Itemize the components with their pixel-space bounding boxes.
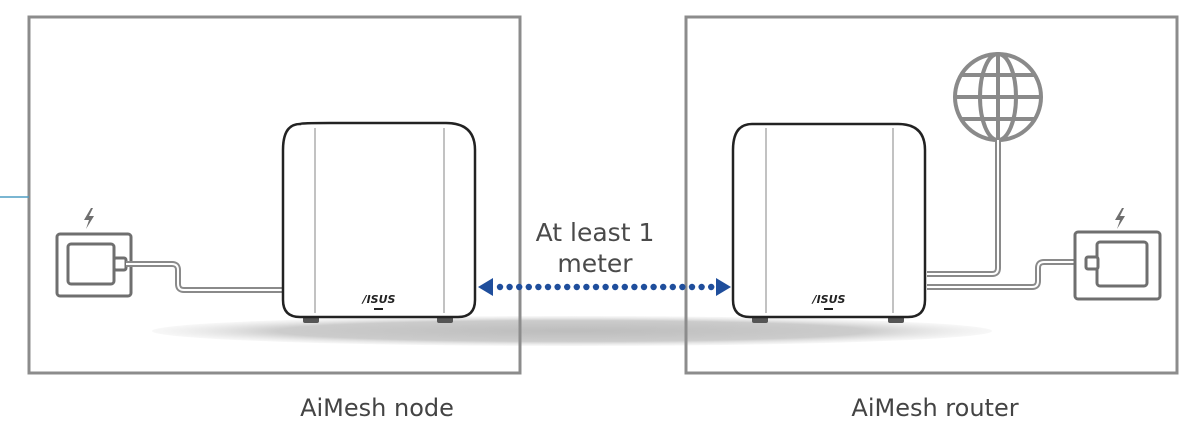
arrow-dot — [554, 283, 561, 291]
arrow-dot — [708, 283, 715, 291]
arrow-dot — [525, 283, 532, 291]
arrow-dot — [573, 283, 580, 291]
internet-cable — [927, 140, 1001, 277]
distance-label-line1: At least 1 — [535, 218, 655, 247]
node-power-cable — [126, 261, 282, 293]
router-brand-logo: /ISUS — [811, 293, 846, 306]
arrow-dot — [669, 283, 676, 291]
node-brand-logo: /ISUS — [361, 293, 396, 306]
node-power-outlet-icon — [55, 232, 133, 298]
arrow-dot — [506, 283, 513, 291]
aimesh-node-device: /ISUS — [281, 121, 477, 323]
arrow-dot — [688, 283, 696, 291]
arrow-head-right — [716, 278, 731, 296]
arrow-dot — [621, 283, 628, 291]
arrow-dot — [583, 283, 590, 291]
router-room-frame — [684, 15, 1179, 375]
arrow-dot — [679, 283, 686, 291]
arrow-dot — [640, 283, 648, 291]
distance-arrow — [478, 278, 731, 296]
arrow-dot — [544, 283, 552, 291]
arrow-dot — [535, 283, 542, 291]
router-lightning-bolt-icon — [1115, 208, 1125, 229]
arrow-dot — [516, 283, 523, 291]
arrow-dot — [564, 283, 571, 291]
arrow-dot — [592, 283, 600, 291]
arrow-dot — [602, 283, 609, 291]
arrow-dot — [698, 283, 705, 291]
arrow-dot — [496, 283, 504, 291]
arrow-dot — [650, 283, 657, 291]
distance-label-line2: meter — [557, 249, 633, 278]
router-power-outlet-icon — [1073, 230, 1162, 301]
aimesh-router-device: /ISUS — [731, 122, 927, 323]
floor-shadow — [152, 316, 992, 346]
globe-icon — [953, 52, 1043, 142]
arrow-dot — [631, 283, 638, 291]
aimesh-router-caption: AiMesh router — [851, 394, 1019, 422]
arrow-dot — [660, 283, 667, 291]
arrow-head-left — [478, 278, 493, 296]
arrow-dot — [612, 283, 619, 291]
aimesh-node-caption: AiMesh node — [300, 394, 454, 422]
node-room-frame — [27, 15, 522, 375]
node-lightning-bolt-icon — [84, 208, 94, 229]
